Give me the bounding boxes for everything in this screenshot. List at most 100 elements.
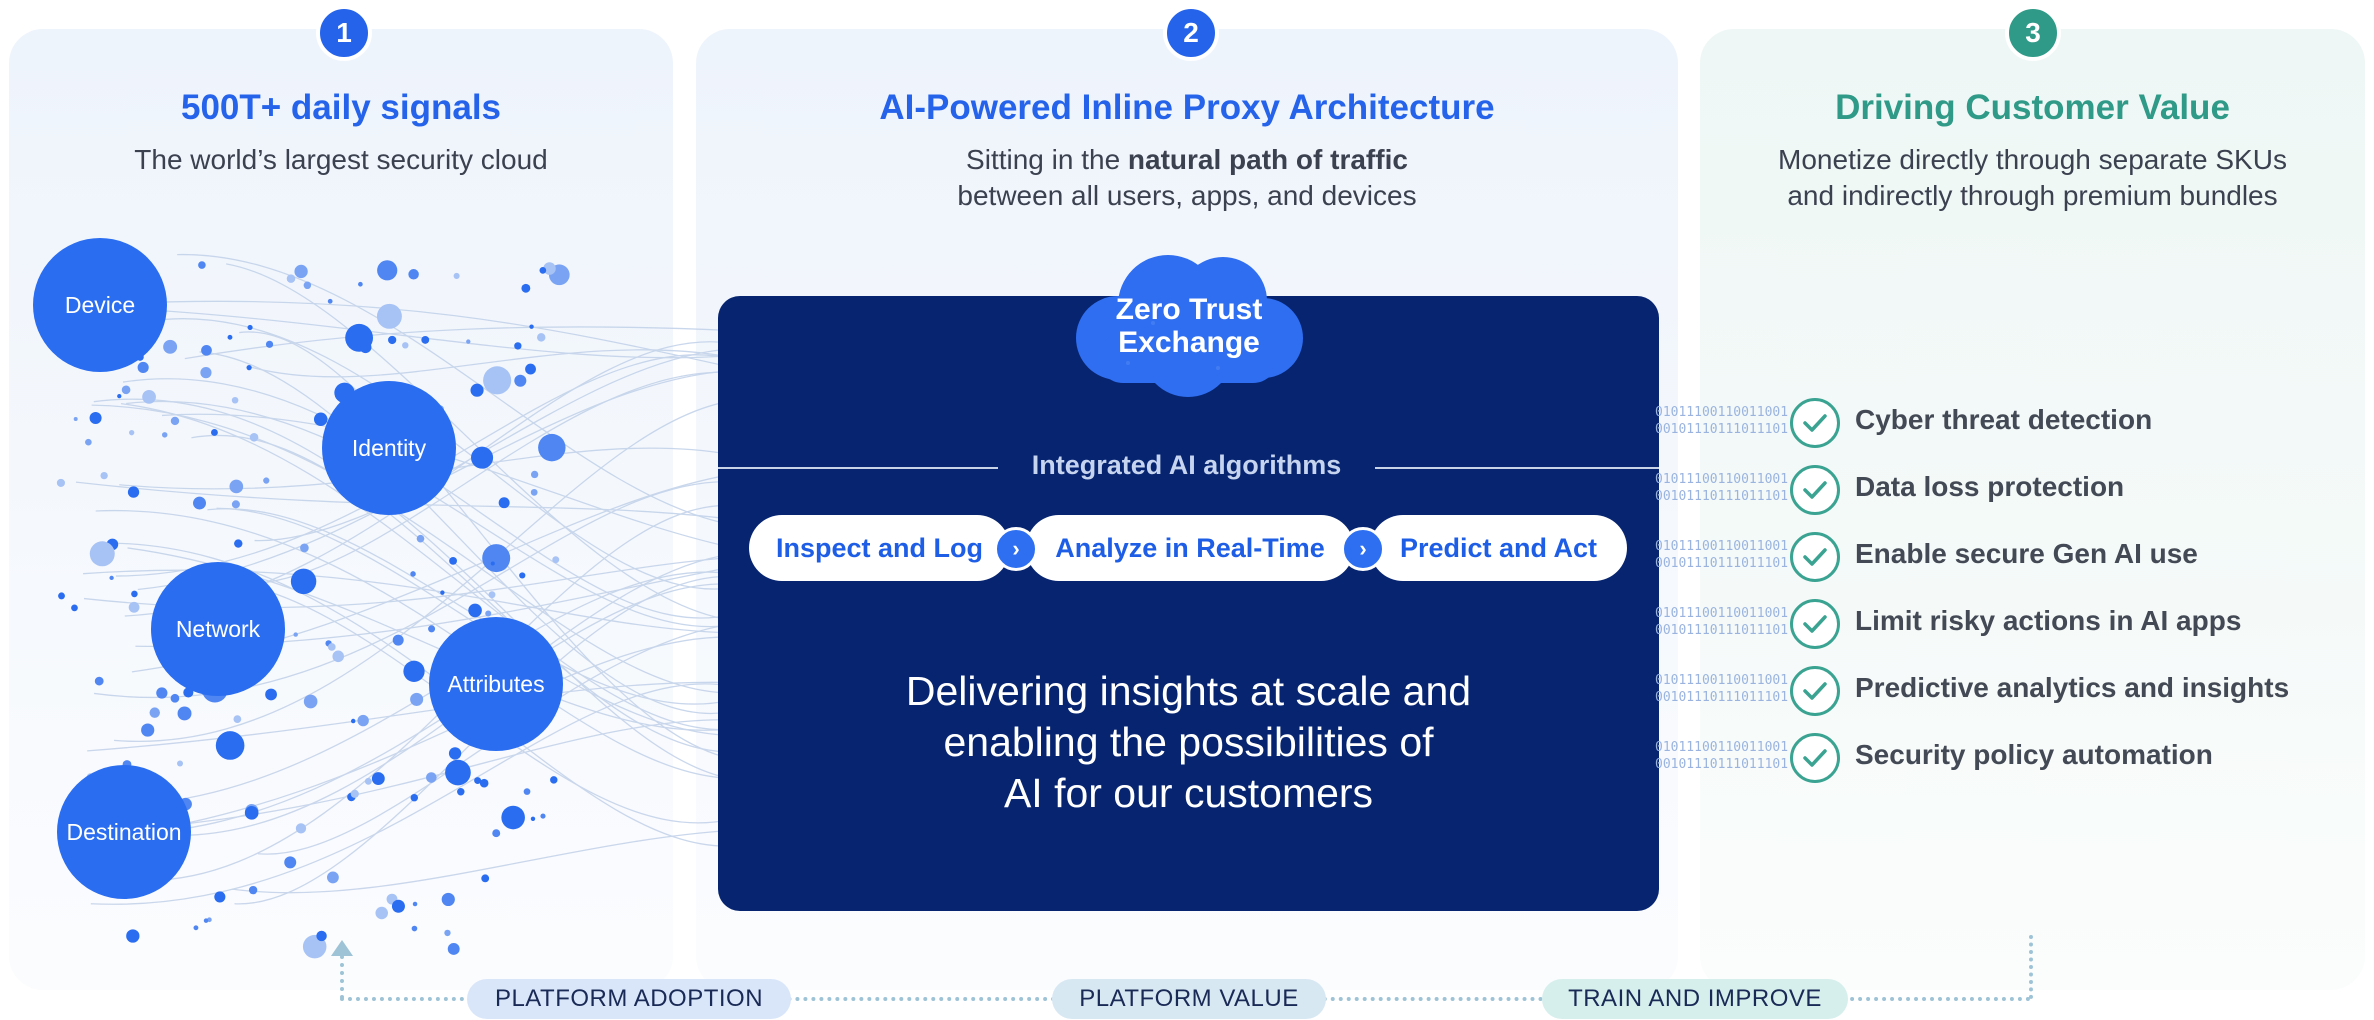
signal-particle [121, 385, 131, 395]
signal-particle [540, 813, 546, 819]
signal-particle [479, 778, 489, 788]
signal-particle [85, 438, 92, 446]
signal-particle [485, 610, 492, 617]
signal-particle [441, 892, 455, 907]
signal-particle [227, 334, 233, 340]
signal-particle [391, 899, 405, 913]
signal-particle [286, 274, 296, 283]
signal-node-device: Device [33, 238, 167, 372]
signal-particle [327, 298, 333, 304]
signal-particle [377, 260, 398, 281]
signal-particle [492, 829, 501, 838]
signal-particle [538, 433, 566, 462]
flow-line [115, 354, 731, 577]
algorithms-label: Integrated AI algorithms [1031, 450, 1342, 480]
step-analyze-real-time: Analyze in Real-Time [1026, 515, 1354, 581]
algorithms-divider-left [718, 467, 998, 469]
step-number-1: 1 [316, 5, 372, 61]
signal-particle [358, 281, 363, 287]
signal-particle [265, 340, 274, 348]
signal-particle [428, 625, 436, 633]
step-inspect-and-log: Inspect and Log [749, 515, 1010, 581]
signal-particle [410, 692, 424, 706]
signal-particle [490, 561, 495, 566]
signal-particle [350, 718, 356, 724]
architecture-subtitle-line2: between all users, apps, and devices [957, 180, 1417, 211]
outcome-label: Enable secure Gen AI use [1855, 538, 2198, 569]
signal-particle [117, 393, 122, 399]
flow-line [119, 447, 731, 490]
flow-line [91, 404, 731, 694]
customer-value-title: Driving Customer Value [1835, 88, 2230, 127]
signal-particle [536, 333, 546, 342]
signal-particle [327, 643, 336, 651]
signal-particle [466, 339, 471, 344]
core-headline-line2: enabling the possibilities of [943, 719, 1434, 765]
check-circle-icon [1790, 532, 1840, 582]
check-circle-icon [1790, 666, 1840, 716]
signal-particle [445, 759, 471, 786]
signal-particle [447, 943, 460, 955]
signal-particle [200, 367, 212, 379]
signal-particle [408, 269, 419, 280]
signal-particle [530, 816, 536, 822]
signal-particle [375, 906, 388, 920]
signal-particle [448, 747, 462, 760]
signal-particle [244, 806, 259, 820]
signal-particle [457, 788, 465, 796]
architecture-subtitle: Sitting in the natural path of traffic b… [696, 142, 1678, 214]
signal-particle [141, 723, 155, 737]
signal-particle [444, 929, 451, 937]
signal-particle [211, 429, 218, 436]
cloud-icon [1076, 255, 1303, 397]
core-headline-line3: AI for our customers [1003, 770, 1374, 816]
signal-particle [71, 604, 78, 612]
flow-line [142, 308, 731, 359]
signal-particle [156, 687, 168, 699]
architecture-subtitle-plain: Sitting in the [966, 144, 1128, 175]
signal-particle [214, 891, 226, 903]
cloud-label: Zero Trust Exchange [1058, 293, 1320, 359]
signal-particle [412, 901, 418, 907]
signal-particle [170, 416, 180, 426]
check-circle-icon [1790, 398, 1840, 448]
signal-particle [416, 534, 425, 543]
signal-particle [193, 496, 206, 510]
signal-particle [470, 383, 484, 397]
flow-line [90, 683, 731, 905]
signal-particle [131, 590, 138, 598]
signal-particle [203, 918, 209, 923]
signal-particle [295, 823, 307, 834]
signal-particle [313, 412, 328, 426]
signal-particle [402, 342, 409, 349]
signal-particle [316, 930, 327, 942]
signal-particle [246, 364, 252, 371]
signal-particle [303, 694, 318, 709]
flow-line [121, 403, 731, 731]
signal-particle [294, 264, 308, 279]
chevron-right-icon: › [1341, 527, 1385, 571]
signal-particle [474, 777, 482, 785]
signal-particle [265, 688, 277, 701]
flow-line [199, 351, 731, 715]
signal-particle [127, 486, 140, 498]
signal-particle [128, 601, 140, 613]
signal-particle [249, 432, 259, 442]
signal-particle [89, 412, 102, 425]
signal-particle [519, 572, 526, 579]
signals-subtitle: The world’s largest security cloud [134, 144, 548, 175]
signal-particle [177, 706, 192, 721]
signal-particle [550, 776, 558, 784]
flow-line [75, 481, 731, 520]
customer-value-subtitle-line2: and indirectly through premium bundles [1787, 180, 2278, 211]
loop-tag-platform-adoption: PLATFORM ADOPTION [467, 979, 791, 1019]
signal-particle [403, 660, 425, 682]
signal-particle [523, 788, 531, 795]
signal-particle [229, 479, 244, 494]
cloud-label-line2: Exchange [1118, 326, 1260, 359]
signal-particle [326, 871, 339, 884]
zero-trust-core-box [718, 296, 1659, 911]
signal-particle [290, 568, 317, 595]
signal-particle [89, 541, 115, 567]
